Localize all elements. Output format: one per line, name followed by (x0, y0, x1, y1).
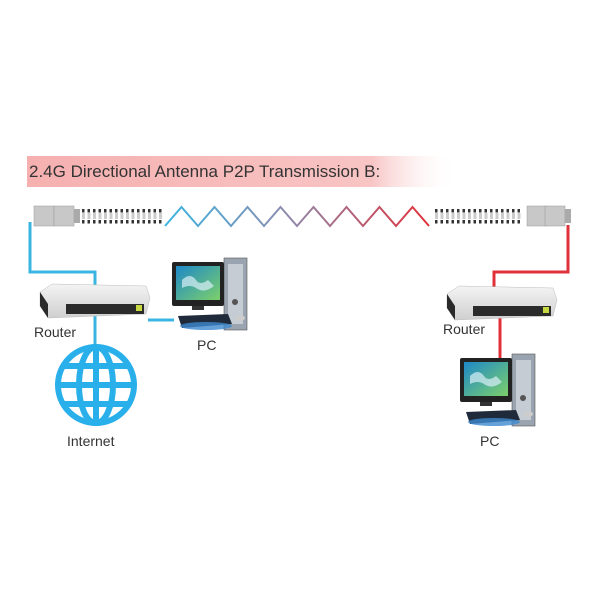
antenna-element (153, 220, 156, 224)
right-antenna-cable (492, 225, 570, 300)
antenna-element (512, 220, 515, 224)
antenna-element (148, 220, 151, 224)
antenna-element (484, 220, 487, 224)
antenna-element (159, 220, 162, 224)
antenna-element (435, 220, 438, 224)
antenna-element (98, 209, 101, 213)
antenna-element (468, 220, 471, 224)
antenna-element (104, 209, 107, 213)
antenna-element (451, 220, 454, 224)
antenna-element (109, 209, 112, 213)
antenna-element (104, 220, 107, 224)
antenna-element (440, 209, 443, 213)
antenna-element (479, 209, 482, 213)
antenna-element (120, 220, 123, 224)
title-band (27, 156, 457, 187)
right-router-label: Router (443, 321, 485, 337)
antenna-element (131, 220, 134, 224)
antenna-element (506, 220, 509, 224)
antenna-element (517, 220, 520, 224)
antenna-element (93, 209, 96, 213)
left-pc-label: PC (197, 337, 216, 353)
antenna-element (87, 220, 90, 224)
antenna-element (115, 209, 118, 213)
antenna-element (495, 220, 498, 224)
antenna-element (131, 209, 134, 213)
antenna-element (82, 209, 85, 213)
right-antenna (435, 205, 572, 227)
antenna-element (490, 209, 493, 213)
antenna-element (126, 209, 129, 213)
antenna-element (457, 220, 460, 224)
antenna-element (98, 220, 101, 224)
antenna-element (473, 220, 476, 224)
antenna-element (501, 209, 504, 213)
left-pc-icon (171, 257, 248, 331)
antenna-element (512, 209, 515, 213)
antenna-element (137, 220, 140, 224)
antenna-element (87, 209, 90, 213)
antenna-element (126, 220, 129, 224)
antenna-element (451, 209, 454, 213)
antenna-element (153, 209, 156, 213)
antenna-element (506, 209, 509, 213)
antenna-element (468, 209, 471, 213)
wireless-signal-wave (164, 205, 430, 228)
antenna-element (115, 220, 118, 224)
internet-label: Internet (67, 433, 115, 449)
left-antenna (33, 205, 162, 227)
antenna-element (446, 209, 449, 213)
antenna-element (93, 220, 96, 224)
diagram-title: 2.4G Directional Antenna P2P Transmissio… (29, 162, 380, 181)
antenna-element (517, 209, 520, 213)
antenna-element (440, 220, 443, 224)
antenna-element (137, 209, 140, 213)
antenna-element (462, 220, 465, 224)
antenna-element (82, 220, 85, 224)
right-pc-label: PC (480, 433, 499, 449)
antenna-element (120, 209, 123, 213)
antenna-element (142, 220, 145, 224)
antenna-element (109, 220, 112, 224)
antenna-element (479, 220, 482, 224)
antenna-element (446, 220, 449, 224)
internet-globe-icon (55, 344, 137, 426)
antenna-element (148, 209, 151, 213)
antenna-element (495, 209, 498, 213)
antenna-element (490, 220, 493, 224)
antenna-element (484, 209, 487, 213)
antenna-element (473, 209, 476, 213)
antenna-element (435, 209, 438, 213)
antenna-element (501, 220, 504, 224)
right-pc-icon (459, 353, 536, 427)
antenna-element (457, 209, 460, 213)
left-router-icon (39, 283, 151, 319)
antenna-element (462, 209, 465, 213)
antenna-element (142, 209, 145, 213)
left-router-label: Router (34, 324, 76, 340)
antenna-element (159, 209, 162, 213)
right-router-icon (446, 285, 558, 321)
